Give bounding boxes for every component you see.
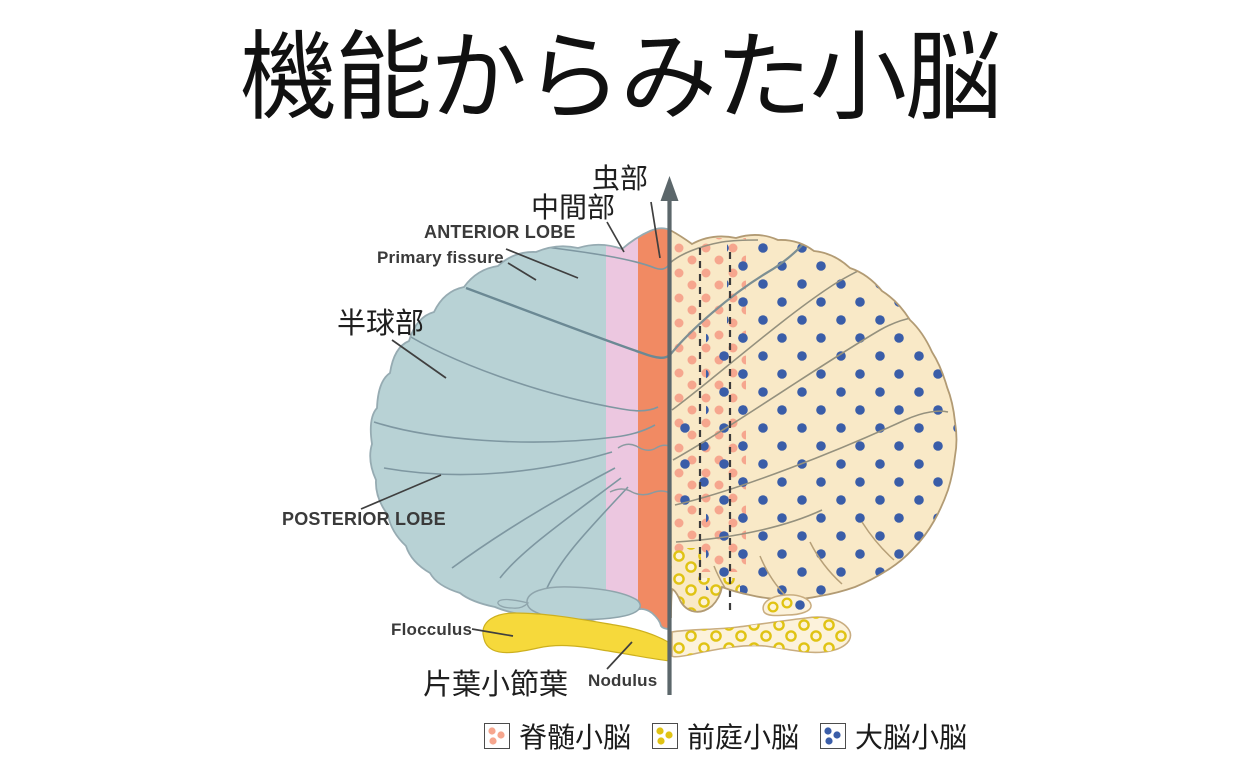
legend-label-vestibulocerebellum: 前庭小脳 — [687, 722, 800, 753]
left-fissure-lines — [373, 245, 670, 589]
left-tonsil-tail — [497, 598, 530, 609]
label-flocculus: Flocculus — [391, 620, 473, 639]
label-intermediate: 中間部 — [531, 192, 616, 223]
page-title: 機能からみた小脳 — [240, 23, 1002, 132]
primary-fissure-right — [670, 243, 804, 356]
vermis-zone-band — [638, 228, 670, 629]
right-hemisphere — [670, 230, 957, 618]
legend-item-vestibulocerebellum: 前庭小脳 — [652, 716, 799, 756]
anterior-lobe-leader — [505, 248, 579, 279]
flocculus-leader — [471, 628, 514, 637]
left-hemisphere — [370, 228, 670, 629]
legend-label-cerebrocerebellum: 大脳小脳 — [855, 722, 968, 753]
up-arrow-icon — [660, 176, 679, 201]
label-nodulus: Nodulus — [588, 671, 658, 690]
label-primary-fissure: Primary fissure — [377, 248, 504, 267]
right-flocculus-dots — [672, 617, 851, 657]
leader-lines — [360, 201, 661, 670]
vestibulocerebellum-swatch-icon — [652, 723, 679, 749]
label-posterior-lobe: POSTERIOR LOBE — [282, 509, 446, 529]
left-flocculus-band — [482, 612, 671, 662]
intermediate-leader — [606, 221, 625, 253]
label-flocculonodular-lobe: 片葉小節葉 — [423, 669, 569, 701]
vermis-leader — [650, 201, 661, 259]
cerebrocerebellum-swatch-icon — [820, 723, 847, 749]
spinocerebellum-swatch-icon — [484, 723, 510, 749]
cerebrocerebellum-zone — [727, 230, 957, 606]
mixed-zone-dots — [706, 330, 746, 590]
right-hemisphere-outline — [669, 228, 958, 619]
zone-boundary-dashed-lines — [698, 248, 732, 612]
primary-fissure-leader — [507, 262, 537, 281]
label-vermis: 虫部 — [592, 163, 649, 194]
label-hemisphere: 半球部 — [337, 308, 425, 340]
nodulus-leader — [606, 641, 633, 670]
vestibulocerebellum-zone2 — [700, 578, 740, 618]
legend: 脊髄小脳 前庭小脳 大脳小脳 — [484, 716, 988, 756]
posterior-lobe-leader — [360, 474, 442, 510]
legend-item-spinocerebellum: 脊髄小脳 — [484, 716, 631, 756]
vermis-folia-wavy-lines — [609, 443, 670, 496]
label-anterior-lobe: ANTERIOR LOBE — [424, 222, 576, 242]
intermediate-zone-band — [606, 228, 638, 629]
cerebro-dot — [795, 600, 805, 610]
legend-item-cerebrocerebellum: 大脳小脳 — [820, 716, 967, 756]
vestibulo-dot — [781, 597, 793, 609]
spinocerebellum-vermal-zone — [671, 238, 701, 554]
legend-label-spinocerebellum: 脊髄小脳 — [519, 722, 632, 753]
hemisphere-leader — [391, 339, 447, 379]
vestibulo-dot — [767, 601, 779, 613]
primary-fissure-line — [465, 286, 670, 359]
